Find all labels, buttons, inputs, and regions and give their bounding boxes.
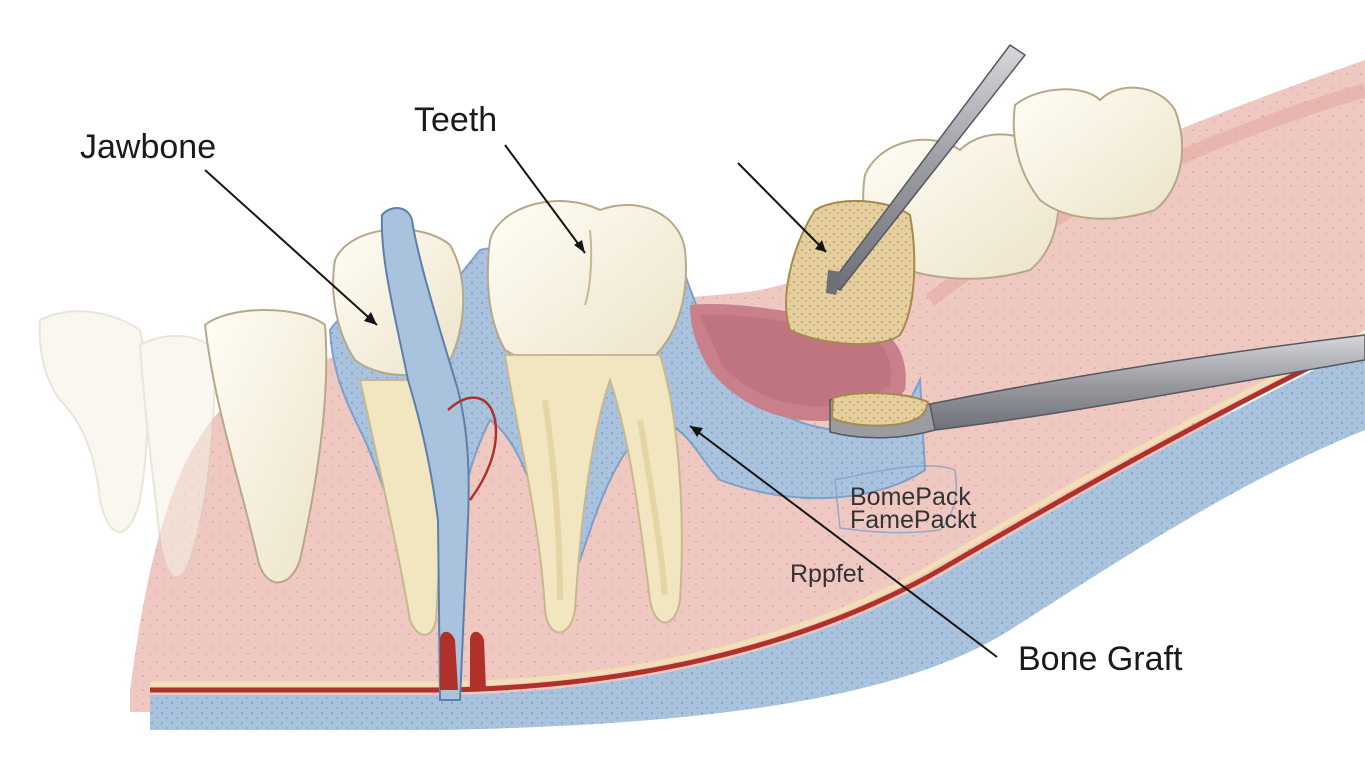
leader-graft-top bbox=[737, 162, 827, 253]
label-scribble-2: FamePackt bbox=[850, 506, 976, 534]
spatula-instrument[interactable] bbox=[829, 334, 1365, 439]
label-scribble-3: Rppfet bbox=[790, 560, 864, 588]
labels: Jawbone Teeth Bone Graft BomePack FamePa… bbox=[80, 101, 1183, 678]
forceps-instrument[interactable] bbox=[826, 43, 1027, 295]
scribble-outline bbox=[834, 465, 958, 534]
label-bone-graft: Bone Graft bbox=[1018, 640, 1183, 678]
label-scribble-1: BomePack bbox=[850, 483, 971, 511]
blue-instrument bbox=[380, 207, 498, 701]
cortical-bone-band bbox=[150, 345, 1365, 730]
leader-bone-graft bbox=[689, 425, 998, 658]
tooth-front bbox=[203, 309, 328, 584]
nerve-canal bbox=[150, 337, 1365, 693]
leader-teeth bbox=[504, 144, 586, 254]
label-teeth: Teeth bbox=[414, 101, 497, 139]
leader-lines bbox=[204, 144, 998, 658]
faded-teeth bbox=[38, 310, 217, 579]
label-jawbone: Jawbone bbox=[80, 128, 216, 166]
tooth-molar bbox=[486, 200, 687, 634]
leader-jawbone bbox=[204, 169, 378, 326]
